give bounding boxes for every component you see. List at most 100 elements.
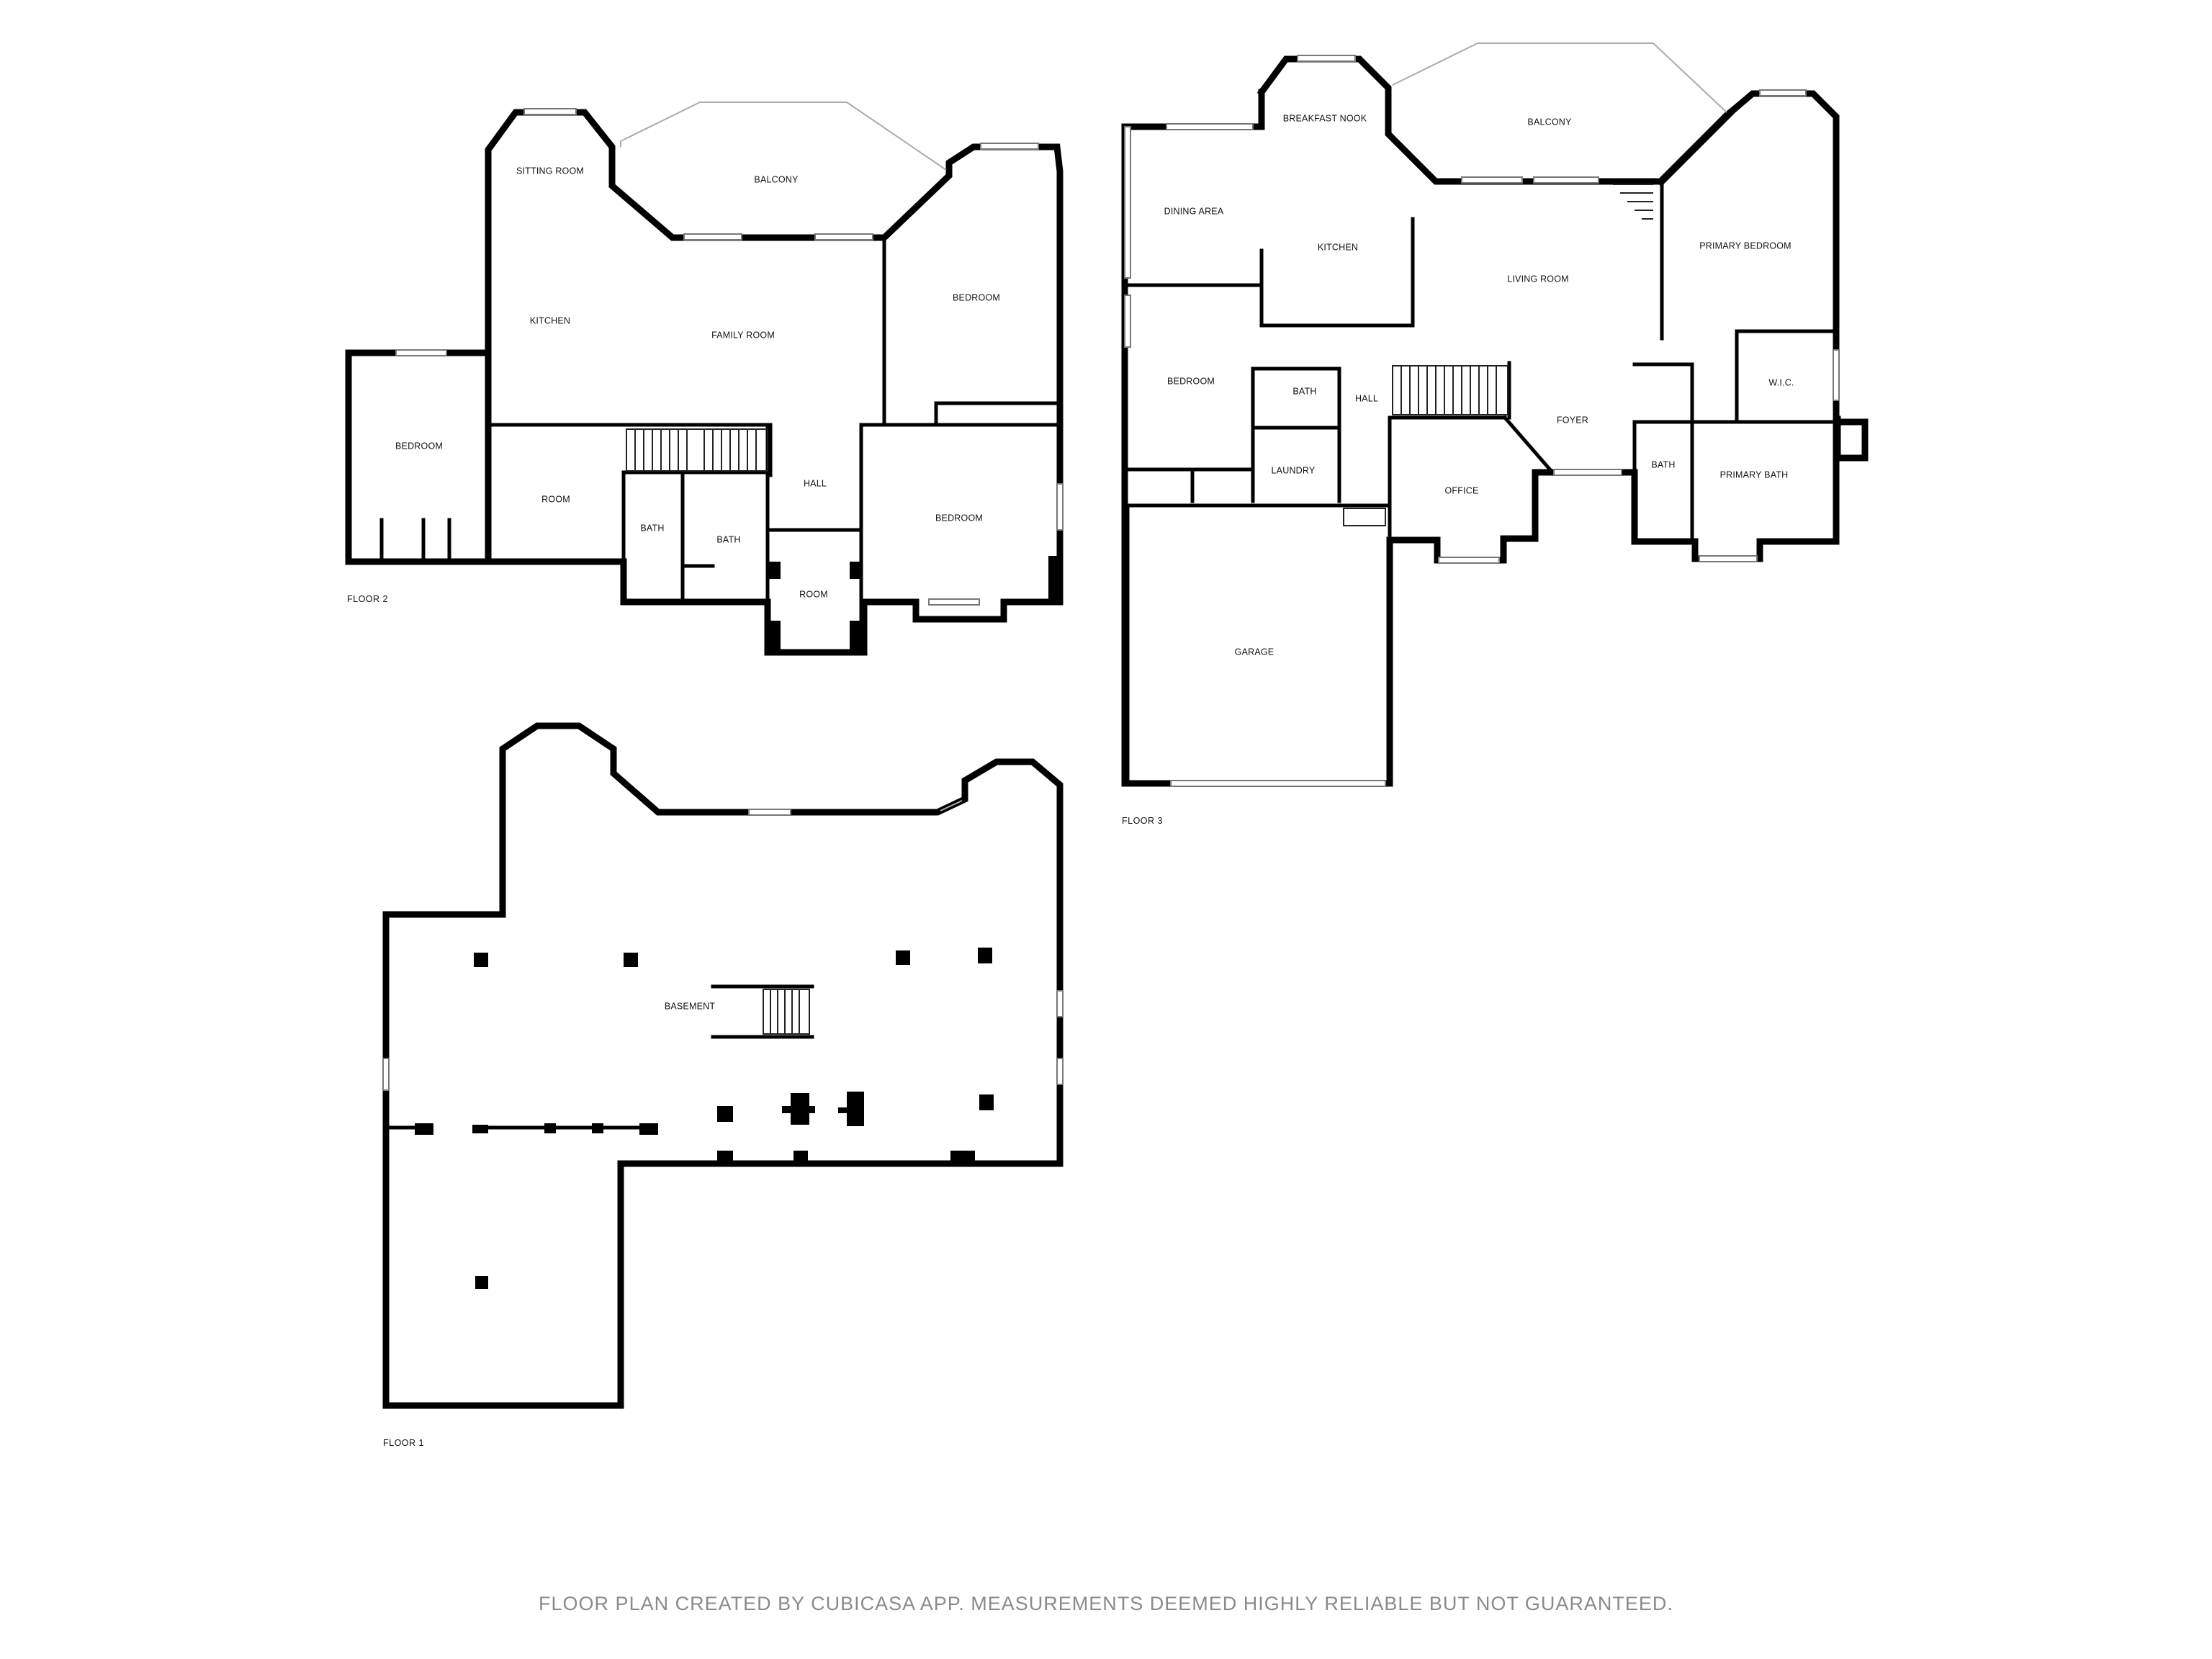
window [1533,176,1599,184]
landing [1343,508,1386,526]
pillar [1048,556,1060,602]
column [592,1123,603,1133]
window [1056,483,1064,531]
window [1124,295,1131,348]
floor-3-plan [1121,42,1869,787]
column [472,1125,488,1133]
stair-outline [626,428,768,472]
column [624,953,638,967]
column [475,1276,488,1289]
room-label: PRIMARY BATH [1720,469,1789,480]
room-label: BREAKFAST NOOK [1283,113,1367,123]
room-label: BEDROOM [395,441,443,451]
column [978,948,992,963]
balcony-rail [620,102,701,142]
column [717,1106,733,1122]
floor-2-label: FLOOR 2 [347,594,388,604]
window [928,598,980,606]
window-line [940,800,963,811]
room-label: BASEMENT [665,1001,716,1011]
window [814,233,873,240]
floor-3-outer-wall [1121,55,1869,787]
room-label: GARAGE [1235,647,1274,657]
floor-2-plan [345,102,1064,656]
room-label: KITCHEN [1318,242,1358,252]
balcony-rail [846,102,947,171]
window [523,108,577,115]
floor-3-label: FLOOR 3 [1122,816,1163,826]
room-label: BATH [1651,459,1675,469]
column [415,1123,433,1135]
room-label: HALL [1355,393,1378,403]
floor-1-stairs [711,984,814,1039]
disclaimer-footer: FLOOR PLAN CREATED BY CUBICASA APP. MEAS… [539,1593,1673,1614]
floor-2-outer-wall [485,109,1064,656]
room-label: KITCHEN [530,315,570,325]
floor-1-outer-wall [382,722,1064,1409]
window [1759,89,1807,96]
room-label: BALCONY [754,174,799,184]
window [1699,555,1758,562]
balcony-rail [1653,42,1727,113]
pillar [850,562,863,579]
room-label: BATH [1292,386,1316,396]
column [639,1123,658,1135]
window [1056,1058,1064,1085]
column [979,1094,994,1110]
pillar [850,621,866,652]
room-label: BATH [640,523,664,533]
room-label: HALL [804,478,827,488]
room-label: BEDROOM [953,292,1000,302]
window [382,1058,390,1091]
room-label: DINING AREA [1164,206,1224,216]
window [1461,176,1523,184]
room-label: ROOM [541,494,570,504]
floor-1-plan [382,722,1064,1409]
column [474,953,488,967]
window [1056,990,1064,1017]
room-label: W.I.C. [1768,377,1794,387]
floor-2-left-bedroom-wall [345,349,492,565]
floor-3-right-wing [1655,104,1739,186]
floor-3-stairs [1392,365,1509,415]
room-label: SITTING ROOM [516,166,584,176]
window [1438,557,1500,564]
room-label: LAUNDRY [1272,465,1316,475]
window [748,809,791,816]
stair-outline [1392,365,1509,415]
window [1124,126,1131,279]
floor-1-label: FLOOR 1 [383,1438,424,1448]
balcony-rail [1392,42,1478,86]
column [950,1151,975,1165]
column [896,950,910,965]
window [1553,469,1622,476]
room-label: FAMILY ROOM [711,330,775,340]
column [782,1106,815,1113]
room-label: BEDROOM [935,513,983,523]
column [717,1151,733,1165]
window [1166,123,1254,130]
pillar [765,621,781,652]
stair-outline [763,989,810,1035]
room-label: BEDROOM [1167,376,1215,386]
room-label: FOYER [1557,415,1588,425]
room-label: ROOM [799,589,828,599]
column [793,1151,808,1165]
room-label: LIVING ROOM [1507,274,1569,284]
floor-3-corner-stair [1613,184,1653,220]
window [980,143,1039,150]
window [1297,55,1356,62]
room-label: BALCONY [1527,117,1572,127]
room-label: BATH [716,534,740,544]
window [395,349,447,356]
window [1833,349,1840,401]
room-label: PRIMARY BEDROOM [1699,240,1791,251]
window [683,233,742,240]
pillar [768,562,781,579]
window [1170,780,1386,787]
wall [1502,415,1555,475]
floor-2-stairs [626,428,768,472]
column [838,1107,850,1113]
room-label: OFFICE [1444,485,1478,495]
